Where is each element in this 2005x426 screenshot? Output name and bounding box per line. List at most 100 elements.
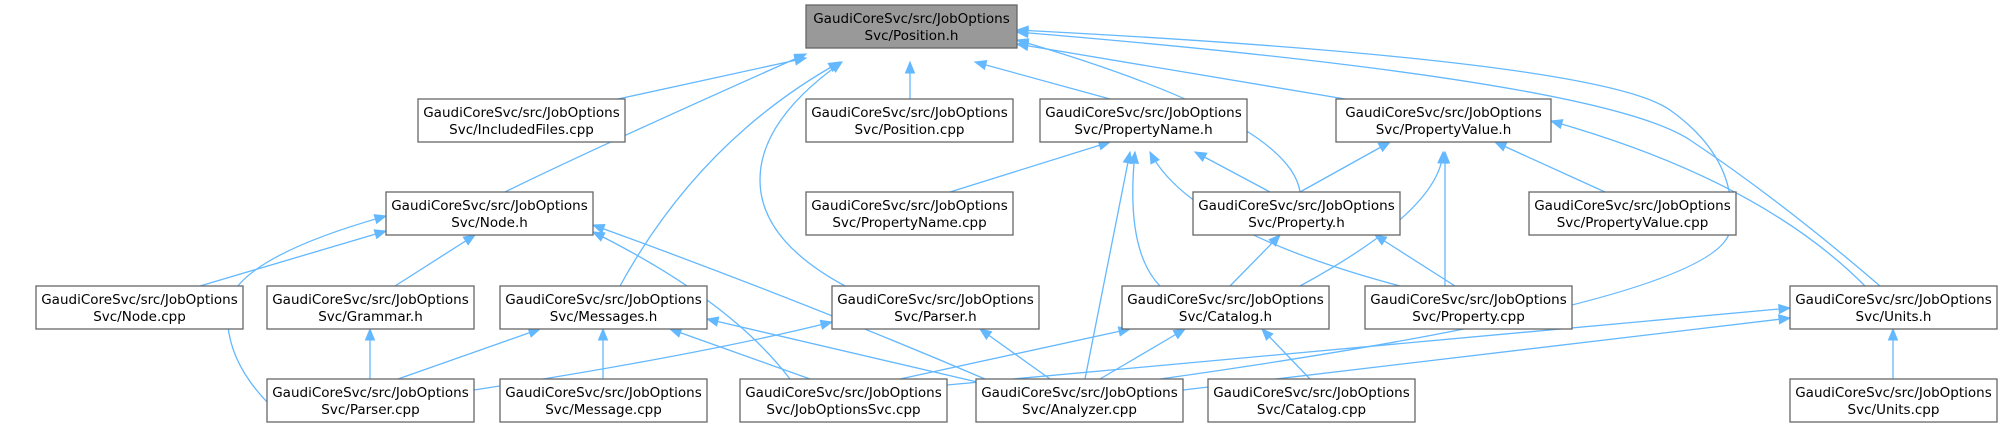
node-label-line2: Svc/Message.cpp xyxy=(545,402,662,418)
node-propertyvalue-cpp[interactable]: GaudiCoreSvc/src/JobOptionsSvc/PropertyV… xyxy=(1528,191,1737,236)
edge-catalog_h-to-property_h xyxy=(1229,234,1281,287)
node-box[interactable] xyxy=(1192,191,1401,236)
node-box[interactable] xyxy=(975,378,1184,423)
node-box[interactable] xyxy=(1039,98,1248,143)
node-box[interactable] xyxy=(1528,191,1737,236)
node-box[interactable] xyxy=(805,4,1018,49)
edge-units_cpp-to-units_h xyxy=(1887,327,1899,379)
node-box[interactable] xyxy=(831,285,1040,330)
node-box[interactable] xyxy=(1207,378,1416,423)
node-box[interactable] xyxy=(739,378,948,423)
node-units-h[interactable]: GaudiCoreSvc/src/JobOptionsSvc/Units.h xyxy=(1789,285,1998,330)
edge-property_h-to-propertyname_h xyxy=(1193,151,1271,193)
edge-line xyxy=(394,234,476,287)
edge-units_h-to-position_h xyxy=(1015,27,1881,287)
node-includedfiles-cpp[interactable]: GaudiCoreSvc/src/JobOptionsSvc/IncludedF… xyxy=(417,98,626,143)
node-label-line1: GaudiCoreSvc/src/JobOptions xyxy=(1213,385,1410,401)
node-label-line1: GaudiCoreSvc/src/JobOptions xyxy=(423,105,620,121)
node-label-line2: Svc/Node.cpp xyxy=(93,309,186,325)
node-propertyname-h[interactable]: GaudiCoreSvc/src/JobOptionsSvc/PropertyN… xyxy=(1039,98,1248,143)
arrowhead xyxy=(1193,151,1208,163)
arrowhead xyxy=(1268,234,1281,247)
node-label-line1: GaudiCoreSvc/src/JobOptions xyxy=(1127,292,1324,308)
node-label-line2: Svc/Messages.h xyxy=(550,309,658,325)
arrowhead xyxy=(591,231,606,242)
node-messages-h[interactable]: GaudiCoreSvc/src/JobOptionsSvc/Messages.… xyxy=(499,285,708,330)
edge-line xyxy=(1229,234,1281,287)
edge-node_cpp-to-node_h xyxy=(199,229,388,287)
arrowhead xyxy=(591,223,606,234)
node-parser-cpp[interactable]: GaudiCoreSvc/src/JobOptionsSvc/Parser.cp… xyxy=(266,378,475,423)
edge-property_cpp-to-property_h xyxy=(1373,234,1456,287)
node-catalog-cpp[interactable]: GaudiCoreSvc/src/JobOptionsSvc/Catalog.c… xyxy=(1207,378,1416,423)
edge-propertyname_h-to-position_h xyxy=(973,59,1111,100)
edge-line xyxy=(592,224,986,380)
node-property-cpp[interactable]: GaudiCoreSvc/src/JobOptionsSvc/Property.… xyxy=(1364,285,1573,330)
node-box[interactable] xyxy=(805,191,1014,236)
node-label-line1: GaudiCoreSvc/src/JobOptions xyxy=(272,385,469,401)
arrowhead xyxy=(1887,327,1899,341)
node-box[interactable] xyxy=(35,285,244,330)
node-propertyvalue-h[interactable]: GaudiCoreSvc/src/JobOptionsSvc/PropertyV… xyxy=(1335,98,1552,143)
node-label-line1: GaudiCoreSvc/src/JobOptions xyxy=(813,11,1010,27)
node-property-h[interactable]: GaudiCoreSvc/src/JobOptionsSvc/Property.… xyxy=(1192,191,1401,236)
node-box[interactable] xyxy=(1121,285,1330,330)
node-label-line2: Svc/Units.h xyxy=(1856,309,1932,325)
node-label-line1: GaudiCoreSvc/src/JobOptions xyxy=(1534,198,1731,214)
node-joboptionssvc-cpp[interactable]: GaudiCoreSvc/src/JobOptionsSvc/JobOption… xyxy=(739,378,948,423)
edge-analyzer_cpp-to-messages_h xyxy=(705,316,991,386)
edge-grammar_h-to-node_h xyxy=(394,234,477,287)
node-label-line2: Svc/Catalog.cpp xyxy=(1257,402,1366,418)
node-label-line2: Svc/Property.h xyxy=(1248,215,1345,231)
arrowhead xyxy=(1373,234,1388,246)
node-box[interactable] xyxy=(385,191,594,236)
arrowhead xyxy=(1493,141,1508,152)
arrowhead xyxy=(597,327,609,341)
node-units-cpp[interactable]: GaudiCoreSvc/src/JobOptionsSvc/Units.cpp xyxy=(1789,378,1998,423)
node-message-cpp[interactable]: GaudiCoreSvc/src/JobOptionsSvc/Message.c… xyxy=(499,378,708,423)
node-box[interactable] xyxy=(417,98,626,143)
edge-line xyxy=(1494,141,1606,193)
arrowhead xyxy=(705,316,720,327)
node-label-line2: Svc/PropertyName.h xyxy=(1074,122,1212,138)
node-label-line1: GaudiCoreSvc/src/JobOptions xyxy=(981,385,1178,401)
arrowhead xyxy=(1172,328,1187,340)
node-label-line1: GaudiCoreSvc/src/JobOptions xyxy=(505,385,702,401)
edge-analyzer_cpp-to-propertyname_h xyxy=(1084,150,1133,380)
edge-line xyxy=(1194,151,1271,193)
node-box[interactable] xyxy=(499,285,708,330)
node-propertyname-cpp[interactable]: GaudiCoreSvc/src/JobOptionsSvc/PropertyN… xyxy=(805,191,1014,236)
edge-line xyxy=(974,61,1111,100)
node-label-line1: GaudiCoreSvc/src/JobOptions xyxy=(1795,292,1992,308)
node-label-line1: GaudiCoreSvc/src/JobOptions xyxy=(1198,198,1395,214)
edge-line xyxy=(949,141,1111,193)
node-box[interactable] xyxy=(1364,285,1573,330)
node-analyzer-cpp[interactable]: GaudiCoreSvc/src/JobOptionsSvc/Analyzer.… xyxy=(975,378,1184,423)
node-node-h[interactable]: GaudiCoreSvc/src/JobOptionsSvc/Node.h xyxy=(385,191,594,236)
node-label-line1: GaudiCoreSvc/src/JobOptions xyxy=(837,292,1034,308)
node-grammar-h[interactable]: GaudiCoreSvc/src/JobOptionsSvc/Grammar.h xyxy=(266,285,475,330)
arrowhead xyxy=(1149,150,1160,165)
node-position-cpp[interactable]: GaudiCoreSvc/src/JobOptionsSvc/Position.… xyxy=(805,98,1014,143)
node-label-line1: GaudiCoreSvc/src/JobOptions xyxy=(1345,105,1542,121)
node-catalog-h[interactable]: GaudiCoreSvc/src/JobOptionsSvc/Catalog.h xyxy=(1121,285,1330,330)
edge-line xyxy=(1016,43,1346,100)
node-box[interactable] xyxy=(805,98,1014,143)
node-position-h[interactable]: GaudiCoreSvc/src/JobOptionsSvc/Position.… xyxy=(805,4,1018,49)
edge-line xyxy=(397,328,541,380)
node-label-line2: Svc/PropertyName.cpp xyxy=(832,215,986,231)
node-box[interactable] xyxy=(1789,285,1998,330)
node-parser-h[interactable]: GaudiCoreSvc/src/JobOptionsSvc/Parser.h xyxy=(831,285,1040,330)
node-box[interactable] xyxy=(1789,378,1998,423)
node-label-line1: GaudiCoreSvc/src/JobOptions xyxy=(1045,105,1242,121)
node-node-cpp[interactable]: GaudiCoreSvc/src/JobOptionsSvc/Node.cpp xyxy=(35,285,244,330)
node-label-line2: Svc/PropertyValue.h xyxy=(1376,122,1512,138)
node-box[interactable] xyxy=(1335,98,1552,143)
node-box[interactable] xyxy=(266,378,475,423)
node-label-line2: Svc/Position.h xyxy=(865,28,959,44)
arrowhead xyxy=(819,319,834,330)
node-box[interactable] xyxy=(499,378,708,423)
node-box[interactable] xyxy=(266,285,475,330)
arrowhead xyxy=(1777,314,1792,325)
edge-line xyxy=(617,57,807,100)
